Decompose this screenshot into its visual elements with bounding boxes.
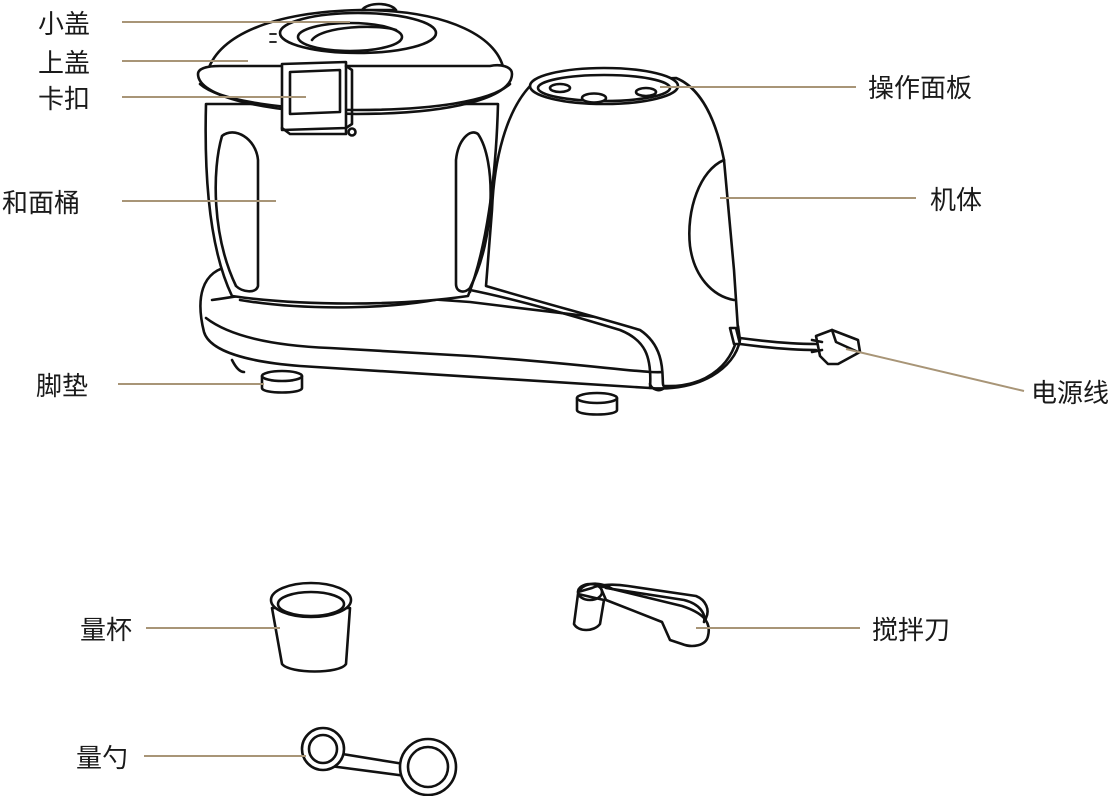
- power-cord: [728, 326, 862, 366]
- latch: [280, 60, 357, 137]
- label-control-panel: 操作面板: [868, 74, 972, 104]
- kneading-blade: [572, 582, 711, 648]
- label-power-cord: 电源线: [1031, 379, 1109, 409]
- leader-lines: [118, 21, 1025, 757]
- label-measuring-spoon: 量勺: [76, 744, 128, 774]
- machine-body: [484, 66, 740, 388]
- label-feet: 脚垫: [36, 372, 88, 402]
- label-upper-lid: 上盖: [38, 49, 90, 79]
- label-body: 机体: [930, 186, 982, 216]
- label-measuring-cup: 量杯: [80, 616, 132, 646]
- control-panel: [528, 66, 680, 106]
- measuring-spoon: [300, 726, 458, 796]
- labels: 小盖 上盖 卡扣 和面桶 脚垫 操作面板 机体 电源线 量杯 搅拌刀 量勺: [2, 10, 1109, 774]
- feet: [230, 358, 666, 416]
- measuring-cup: [269, 581, 353, 673]
- label-small-lid: 小盖: [38, 10, 90, 40]
- dough-bucket: [204, 102, 500, 305]
- upper-lid: [196, 2, 514, 137]
- leader-power-cord: [845, 348, 1025, 392]
- label-kneading-blade: 搅拌刀: [872, 616, 950, 646]
- label-latch: 卡扣: [38, 85, 90, 115]
- dough-mixer-machine: [196, 2, 862, 416]
- label-dough-bucket: 和面桶: [2, 189, 80, 219]
